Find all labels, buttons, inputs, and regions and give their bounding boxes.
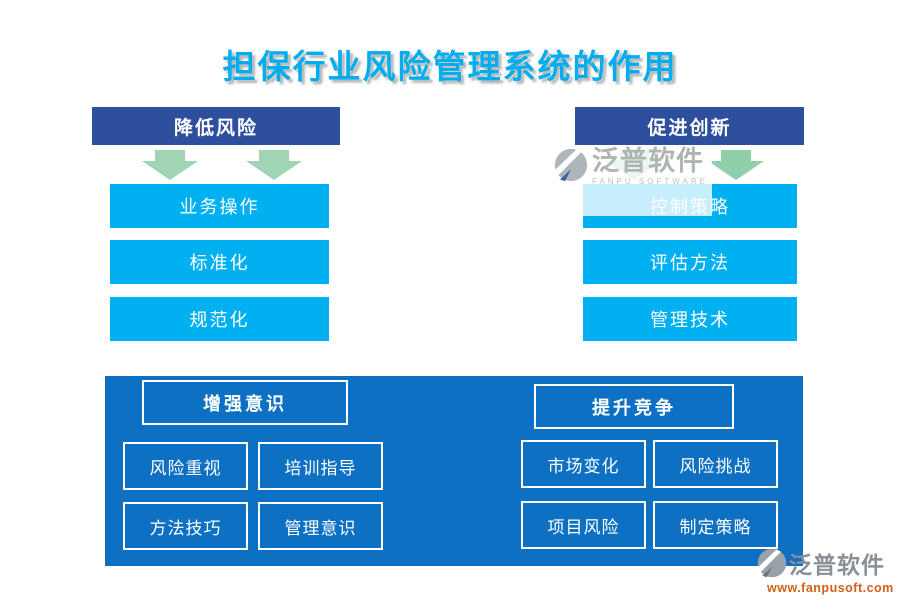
item-box-business-operation: 业务操作 <box>110 184 329 228</box>
watermark-corner: 泛普软件 www.fanpusoft.com <box>757 546 897 595</box>
down-arrow-icon <box>142 150 198 180</box>
item-box-management-awareness: 管理意识 <box>258 502 383 550</box>
fanpu-logo-icon <box>757 548 787 578</box>
item-box-normalization: 规范化 <box>110 297 329 341</box>
item-box-evaluation-method: 评估方法 <box>583 240 797 284</box>
watermark-subtitle: FANPU SOFTWARE <box>592 177 708 186</box>
down-arrow-icon <box>246 150 302 180</box>
item-box-project-risk: 项目风险 <box>521 501 646 549</box>
header-promote-innovation: 促进创新 <box>575 107 804 145</box>
header-strengthen-awareness: 增强意识 <box>142 380 348 425</box>
header-enhance-competition: 提升竞争 <box>534 384 734 429</box>
watermark-brand: 泛普软件 <box>789 553 885 578</box>
page-title: 担保行业风险管理系统的作用 <box>222 50 678 86</box>
down-arrow-icon <box>708 150 764 180</box>
watermark-center: 泛普软件 FANPU SOFTWARE <box>552 146 712 216</box>
item-box-strategy-making: 制定策略 <box>653 501 778 549</box>
header-reduce-risk: 降低风险 <box>92 107 340 145</box>
item-box-risk-challenge: 风险挑战 <box>653 440 778 488</box>
watermark-brand: 泛普软件 <box>592 146 704 176</box>
item-box-management-technology: 管理技术 <box>583 297 797 341</box>
fanpu-logo-icon <box>554 148 588 182</box>
item-box-market-change: 市场变化 <box>521 440 646 488</box>
item-box-risk-attention: 风险重视 <box>123 442 248 490</box>
watermark-url: www.fanpusoft.com <box>767 581 894 595</box>
item-box-standardization: 标准化 <box>110 240 329 284</box>
bottom-panel: 增强意识 风险重视 培训指导 方法技巧 管理意识 提升竞争 市场变化 风险挑战 … <box>105 376 803 566</box>
item-box-training-guidance: 培训指导 <box>258 442 383 490</box>
item-box-method-skills: 方法技巧 <box>123 502 248 550</box>
